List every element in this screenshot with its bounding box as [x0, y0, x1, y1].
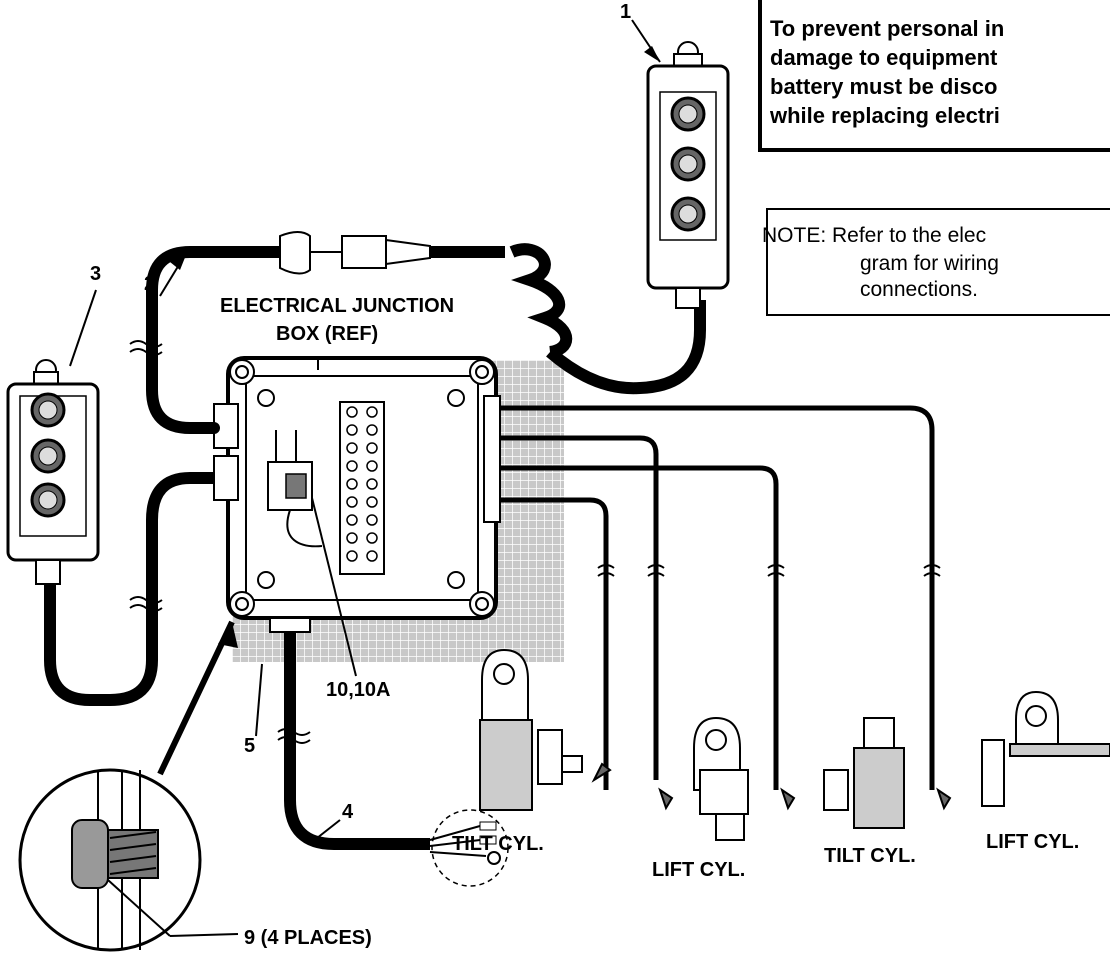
- tilt-cyl-label-2: TILT CYL.: [824, 845, 916, 867]
- terminal-strip: [339, 401, 385, 575]
- callout-3: 3: [90, 263, 101, 285]
- tilt-cylinder-1: [479, 648, 612, 811]
- cable-4: [284, 632, 430, 850]
- cable-2: [146, 246, 286, 434]
- callout-9: 9 (4 PLACES): [244, 927, 372, 949]
- lift-cylinder-1: [658, 716, 749, 841]
- lift-cyl-label-1: LIFT CYL.: [652, 859, 745, 881]
- detail-view: [18, 768, 202, 952]
- note-line-2: gram for wiring: [860, 252, 999, 275]
- cylinder-wires: [500, 405, 935, 790]
- warning-line-3: battery must be disco: [770, 74, 998, 99]
- pendant-control-1: [646, 41, 730, 309]
- junction-box-label-line1: ELECTRICAL JUNCTION: [220, 295, 454, 317]
- callout-2: 2: [144, 273, 155, 295]
- junction-box: [226, 356, 498, 633]
- pendant-control-3: [6, 359, 100, 585]
- tilt-cylinder-2: [780, 717, 905, 829]
- callout-10-10a: 10,10A: [326, 679, 391, 701]
- cable-3: [44, 472, 214, 706]
- note-line-3: connections.: [860, 278, 978, 301]
- note-box: NOTE: Refer to the elec gram for wiring …: [762, 208, 1110, 316]
- power-leads: [429, 809, 509, 887]
- warning-line-1: To prevent personal in: [770, 16, 1005, 41]
- junction-box-label-line2: BOX (REF): [276, 323, 378, 345]
- connector-plug: [279, 231, 431, 275]
- lift-cyl-label-2: LIFT CYL.: [986, 831, 1079, 853]
- warning-line-4: while replacing electri: [770, 103, 1000, 128]
- break-marks: [129, 340, 941, 744]
- lift-cylinder-2: [936, 690, 1110, 811]
- detail-pointer: [157, 620, 235, 776]
- tilt-cyl-label-1: TILT CYL.: [452, 833, 544, 855]
- right-fittings: [483, 395, 501, 523]
- callout-1: 1: [620, 1, 631, 23]
- warning-line-2: damage to equipment: [770, 45, 998, 70]
- warning-box: To prevent personal in damage to equipme…: [758, 0, 1110, 152]
- note-line-1: NOTE: Refer to the elec: [762, 224, 987, 247]
- callout-5: 5: [244, 735, 255, 757]
- callout-4: 4: [342, 801, 354, 823]
- coil-cable: [509, 243, 706, 395]
